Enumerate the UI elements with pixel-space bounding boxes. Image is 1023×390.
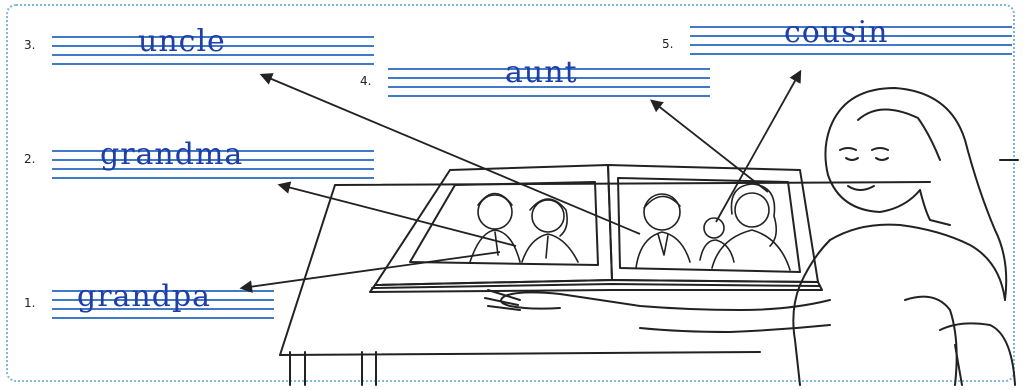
- arrow-uncle: [262, 75, 640, 234]
- girl-figure: [485, 88, 1018, 385]
- arrow-grandma: [280, 185, 516, 246]
- arrow-cousin: [716, 72, 800, 222]
- grandparents-photo: [470, 194, 578, 263]
- uncle-aunt-cousin-photo: [636, 184, 790, 270]
